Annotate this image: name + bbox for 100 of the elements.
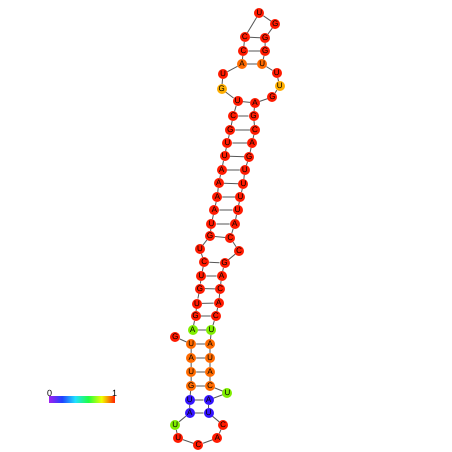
nucleotide-circle: C xyxy=(199,257,210,267)
nucleotide-circle: U xyxy=(173,433,184,443)
nucleotide-circle: A xyxy=(188,325,198,335)
connector-line xyxy=(194,412,204,414)
connector-line xyxy=(216,307,218,312)
connector-line xyxy=(242,55,244,60)
nucleotide-circle: A xyxy=(216,165,227,175)
nucleotide-circle: G xyxy=(270,19,280,29)
nucleotide-circle: A xyxy=(205,339,215,349)
nucleotide-circle: C xyxy=(240,32,250,42)
connector-line xyxy=(201,302,214,304)
connector-line xyxy=(214,236,226,238)
connector-line xyxy=(214,201,217,206)
connector-line xyxy=(212,416,220,422)
nucleotide-circle: U xyxy=(274,81,285,91)
nucleotide-circle: C xyxy=(238,46,248,56)
nucleotide-circle: C xyxy=(218,420,228,430)
connector-line xyxy=(252,134,254,139)
connector-line xyxy=(254,107,255,112)
connector-line xyxy=(190,390,192,396)
nucleotide-circle: U xyxy=(192,298,202,308)
connector-line xyxy=(238,201,240,206)
connector-line xyxy=(235,214,238,220)
nucleotide-circle: A xyxy=(250,98,260,108)
connector-line xyxy=(242,101,250,103)
connector-line xyxy=(176,429,178,434)
nucleotide-circle: C xyxy=(225,233,236,243)
connector-line xyxy=(212,214,214,220)
nucleotide-circle: U xyxy=(240,165,250,175)
nucleotide-circle: U xyxy=(206,325,216,335)
nucleotide-circle: U xyxy=(205,353,215,363)
connector-line xyxy=(190,376,192,382)
connector-line xyxy=(250,147,252,153)
nucleotide-circle: U xyxy=(186,339,196,349)
connector-line xyxy=(234,105,237,112)
connector-line xyxy=(229,156,245,158)
connector-line xyxy=(210,334,212,340)
connector-line xyxy=(202,266,204,272)
connector-line xyxy=(231,228,234,234)
connector-line xyxy=(218,293,220,299)
connector-line xyxy=(222,267,224,272)
nucleotide-circle: A xyxy=(205,367,215,377)
nucleotide-circle: A xyxy=(204,395,214,405)
connector-line xyxy=(226,66,238,72)
nucleotide-circle: G xyxy=(170,332,180,342)
connector-line xyxy=(204,288,216,290)
connector-line xyxy=(264,42,266,46)
connector-line xyxy=(208,262,220,264)
nucleotide-circle: U xyxy=(238,179,248,189)
nucleotide-circle: C xyxy=(193,440,204,450)
nucleotide-circle: G xyxy=(216,84,227,94)
connector-line xyxy=(217,187,219,193)
nucleotide-circle: U xyxy=(232,96,243,106)
connector-line xyxy=(197,292,200,300)
nucleotide-circle: C xyxy=(228,111,238,121)
nucleotide-circle: U xyxy=(186,367,196,377)
connector-line xyxy=(274,90,278,94)
nucleotide-circle: G xyxy=(260,33,270,43)
nucleotide-circle: C xyxy=(234,246,244,256)
connector-line xyxy=(262,55,264,60)
nucleotide-circle: C xyxy=(215,284,226,294)
connector-line xyxy=(225,92,234,98)
nucleotide-circle: A xyxy=(247,138,258,148)
connector-line xyxy=(232,242,237,248)
connector-line xyxy=(230,120,233,126)
nucleotide-circle: A xyxy=(209,205,220,215)
connector-line xyxy=(248,50,261,52)
nucleotide-circle: G xyxy=(244,152,254,162)
nucleotide-circle: U xyxy=(184,395,195,405)
connector-line xyxy=(190,348,192,354)
nucleotide-circle: A xyxy=(216,271,227,281)
scale-label: 0 xyxy=(47,388,52,398)
nucleotide-circle: G xyxy=(194,284,205,294)
connector-line xyxy=(200,253,204,258)
nucleotide-circle: U xyxy=(170,420,180,430)
connector-line xyxy=(220,280,222,285)
nucleotide-circle: U xyxy=(257,59,268,69)
nucleotide-circle: U xyxy=(232,205,243,215)
connector-line xyxy=(262,15,272,22)
connector-line xyxy=(218,429,222,434)
nucleotide-circle: U xyxy=(222,388,232,398)
nucleotide-circle: A xyxy=(212,433,222,443)
connector-line xyxy=(208,404,210,408)
connector-line xyxy=(277,77,279,82)
connector-line xyxy=(182,439,194,444)
connector-line xyxy=(249,36,261,38)
nucleotide-circle: A xyxy=(214,178,224,188)
nucleotide-circle: G xyxy=(205,231,215,241)
nucleotide-circle: G xyxy=(248,111,258,121)
nucleotide-circle: C xyxy=(205,381,215,391)
nucleotide-circle: G xyxy=(225,125,236,135)
connector-line xyxy=(222,196,236,198)
nucleotide-circle: C xyxy=(250,125,260,135)
connector-line xyxy=(210,228,212,232)
nucleotide-circle: G xyxy=(186,381,196,391)
connector-line xyxy=(200,280,202,284)
connector-line xyxy=(243,174,245,180)
nucleotide-circle: U xyxy=(204,408,214,418)
nucleotide-circle: U xyxy=(272,68,282,78)
nucleotide-circle: U xyxy=(254,8,264,18)
